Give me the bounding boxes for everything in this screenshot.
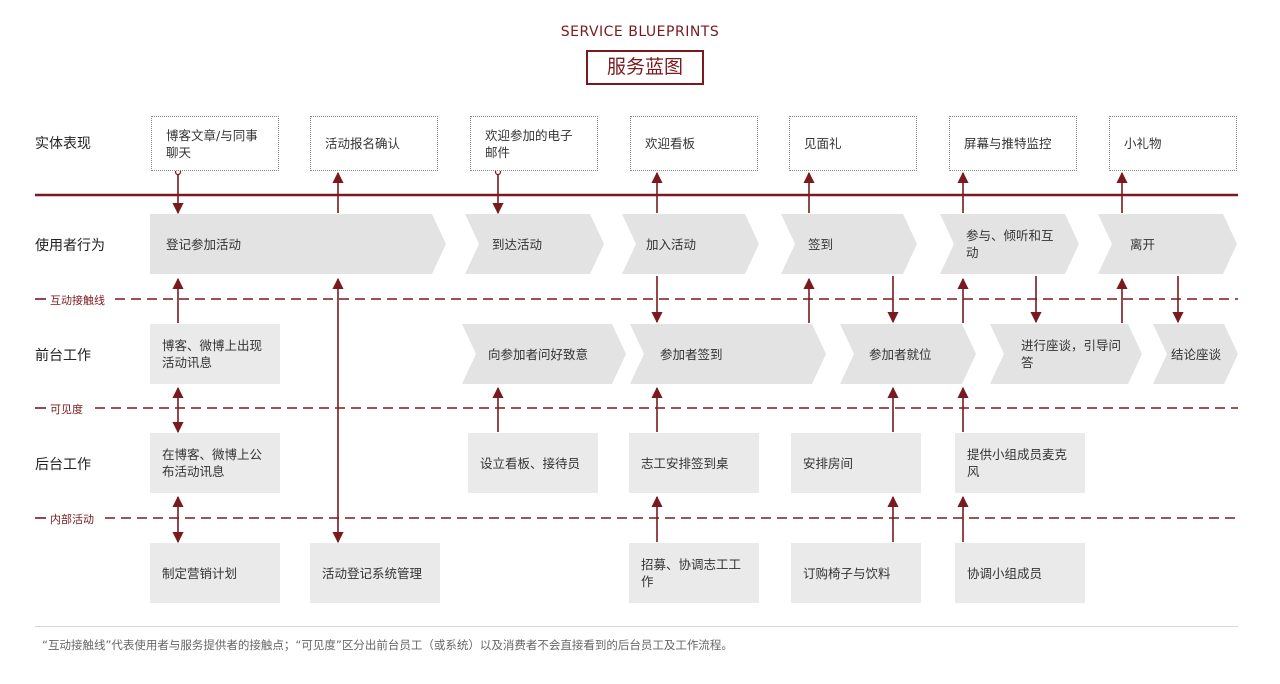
front-stage-chevron (462, 324, 626, 384)
user-action-chevron (1098, 214, 1237, 274)
back-stage-box: 设立看板、接待员 (468, 433, 598, 493)
user-action-label: 加入活动 (646, 236, 697, 252)
physical-evidence-box: 博客文章/与同事聊天 (151, 116, 279, 171)
support-process-box: 协调小组成员 (955, 543, 1085, 603)
user-action-label: 离开 (1130, 236, 1156, 252)
physical-evidence-box: 欢迎参加的电子邮件 (470, 116, 598, 171)
user-action-chevron (465, 214, 604, 274)
blueprint-subtitle: SERVICE BLUEPRINTS (560, 24, 720, 40)
front-stage-label: 参加者签到 (660, 346, 723, 362)
back-stage-box: 志工安排签到桌 (629, 433, 759, 493)
user-action-chevron (781, 214, 917, 274)
row-label-physical: 实体表现 (35, 136, 91, 152)
internal-line-label: 内部活动 (46, 511, 98, 527)
physical-evidence-box: 小礼物 (1109, 116, 1237, 171)
interaction-line-label: 互动接触线 (46, 292, 109, 308)
user-action-chevron (940, 214, 1079, 274)
front-stage-label: 向参加者问好致意 (488, 346, 589, 362)
front-stage-chevron (840, 324, 976, 384)
user-action-label: 参与、倾听和互动 (966, 228, 1054, 260)
front-stage-label: 进行座谈，引导问答 (1021, 338, 1122, 370)
front-stage-chevron (990, 324, 1142, 384)
user-action-chevron (622, 214, 759, 274)
user-action-chevron (150, 214, 446, 274)
physical-evidence-box: 屏幕与推特监控 (949, 116, 1077, 171)
front-stage-chevron (1153, 324, 1238, 384)
back-stage-box: 提供小组成员麦克风 (955, 433, 1085, 493)
user-action-label: 登记参加活动 (166, 236, 242, 252)
support-process-box: 制定营销计划 (150, 543, 280, 603)
user-action-label: 签到 (808, 236, 834, 252)
back-stage-box: 安排房间 (791, 433, 921, 493)
physical-evidence-box: 欢迎看板 (630, 116, 758, 171)
footer-note: “互动接触线”代表使用者与服务提供者的接触点；“可见度”区分出前台员工（或系统）… (42, 638, 733, 652)
front-stage-box: 博客、微博上出现活动讯息 (150, 324, 280, 384)
footer-divider (35, 626, 1238, 627)
support-process-box: 订购椅子与饮料 (791, 543, 921, 603)
row-label-front: 前台工作 (35, 348, 91, 364)
physical-evidence-box: 活动报名确认 (310, 116, 438, 171)
blueprint-title: 服务蓝图 (586, 50, 704, 85)
row-label-user: 使用者行为 (35, 238, 105, 254)
user-action-label: 到达活动 (492, 236, 543, 252)
front-stage-label: 参加者就位 (869, 346, 932, 362)
front-stage-chevron (630, 324, 826, 384)
physical-evidence-box: 见面礼 (789, 116, 917, 171)
front-stage-label: 结论座谈 (1171, 346, 1222, 362)
support-process-box: 招募、协调志工工作 (629, 543, 759, 603)
back-stage-box: 在博客、微博上公布活动讯息 (150, 433, 280, 493)
support-process-box: 活动登记系统管理 (310, 543, 440, 603)
row-label-back: 后台工作 (35, 457, 91, 473)
visibility-line-label: 可见度 (46, 401, 87, 417)
